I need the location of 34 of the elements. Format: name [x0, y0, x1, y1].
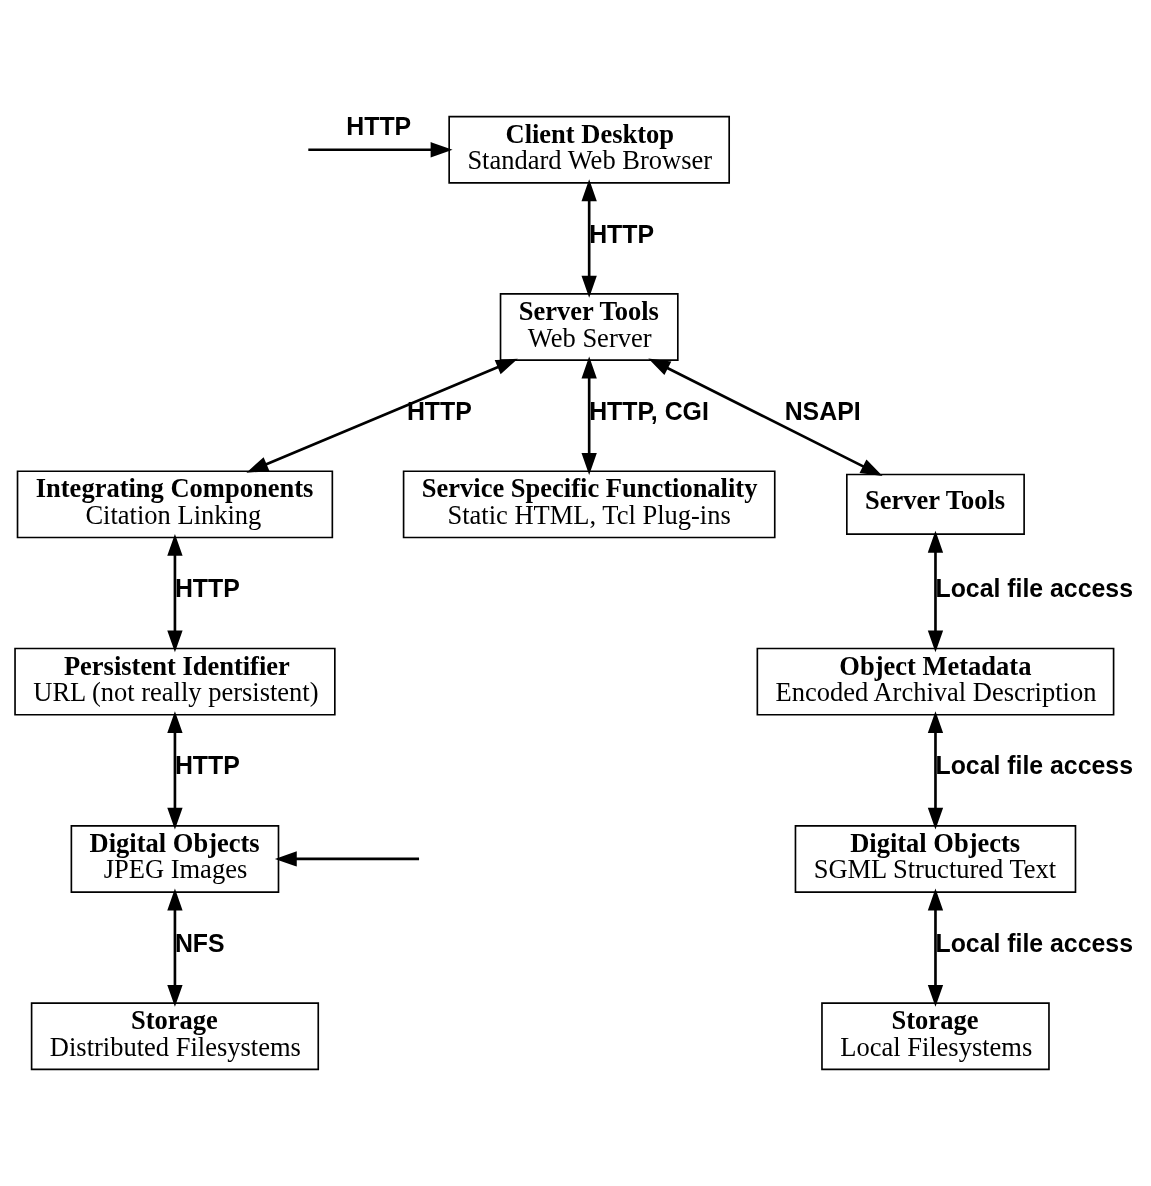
edge-label: HTTP, CGI	[589, 397, 709, 425]
node-box: Server Tools	[846, 473, 1025, 535]
arrow	[274, 851, 420, 867]
edge-label: HTTP	[174, 752, 240, 780]
arrow	[246, 358, 518, 473]
arrow	[581, 179, 597, 298]
node-box: Storage Local Filesystems	[821, 1002, 1050, 1071]
node-box: Integrating Components Citation Linking	[16, 470, 334, 539]
edge-label: HTTP	[346, 112, 412, 140]
arrow	[167, 711, 183, 830]
arrow	[927, 530, 944, 653]
node-box: Digital Objects JPEG Images	[70, 824, 280, 893]
arrow	[167, 888, 183, 1007]
edge-label: HTTP	[174, 575, 240, 603]
arrow	[167, 533, 183, 653]
edge-label: Local file access	[935, 752, 1133, 780]
arrow	[927, 888, 944, 1007]
node-box: Storage Distributed Filesystems	[30, 1002, 320, 1071]
node-box: Server Tools Web Server	[499, 293, 679, 362]
edge-label: HTTP	[589, 220, 655, 248]
node-box: Persistent Identifier URL (not really persistent)	[14, 647, 336, 716]
node-box: Digital Objects SGML Structured Text	[794, 824, 1077, 893]
node-box: Service Specific Functionality Static HTML, Tcl Plug-ins	[402, 470, 776, 539]
arrow	[648, 358, 883, 477]
edge-label: NFS	[174, 929, 225, 957]
node-box: Object Metadata Encoded Archival Description	[756, 647, 1115, 716]
arrow	[581, 356, 597, 475]
arrow	[308, 142, 453, 158]
edge-label: NSAPI	[784, 397, 861, 425]
edge-label: HTTP	[406, 397, 472, 425]
edge-label: Local file access	[935, 575, 1133, 603]
node-box: Client Desktop Standard Web Browser	[448, 115, 730, 184]
edge-label: Local file access	[935, 929, 1133, 957]
arrow	[927, 711, 944, 830]
